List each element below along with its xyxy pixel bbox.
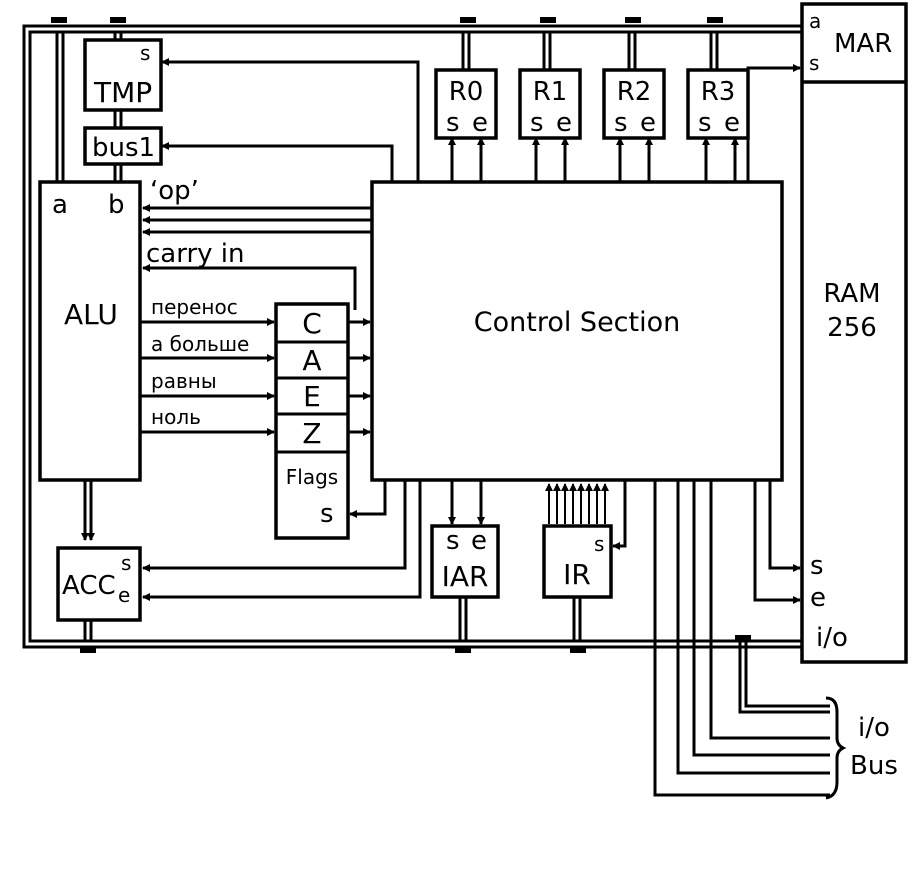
flag-c-label: C [302, 307, 322, 340]
r3-label: R3 [701, 77, 736, 107]
r0-enable-label: e [472, 108, 488, 138]
ram-enable-label: e [810, 583, 826, 613]
ir-label: IR [563, 558, 591, 591]
acc-enable-label: e [118, 583, 130, 607]
alu-input-a-label: a [52, 190, 68, 220]
block-tmp: s TMP [83, 38, 163, 112]
mar-set-label: s [809, 51, 819, 75]
alu-label: ALU [64, 298, 118, 331]
block-acc: ACC s e [56, 546, 142, 622]
acc-set-label: s [121, 551, 131, 575]
control-section-label: Control Section [474, 307, 681, 338]
register-r3: R3 s e [686, 68, 750, 140]
ram-io-label: i/o [816, 623, 848, 653]
r0-set-label: s [446, 108, 460, 138]
ram-size-label: 256 [827, 313, 877, 343]
io-bus-brace [825, 696, 847, 800]
flag-a-label: A [302, 344, 321, 377]
r3-set-label: s [698, 108, 712, 138]
control-wires [141, 58, 830, 797]
mar-label: MAR [834, 29, 892, 59]
main-bus [22, 17, 805, 653]
signal-labels: ‘op’ carry in перенос а больше равны нол… [146, 176, 249, 429]
alu-input-b-label: b [108, 190, 125, 220]
r2-set-label: s [614, 108, 628, 138]
io-bus-label-line1: i/o [858, 713, 890, 743]
acc-label: ACC [62, 571, 116, 601]
flag-z-label: Z [302, 417, 321, 450]
ram-label: RAM [823, 279, 880, 309]
r1-set-label: s [530, 108, 544, 138]
iar-set-label: s [446, 526, 460, 556]
mar-addr-label: a [809, 9, 821, 33]
bus1-label: bus1 [92, 133, 155, 163]
tmp-label: TMP [93, 76, 152, 109]
alu-output-equal-label: равны [151, 369, 217, 393]
block-ir: s IR [542, 524, 613, 599]
bus-connections [55, 32, 748, 660]
block-ram: a s MAR RAM 256 s e i/o [800, 2, 908, 664]
op-signal-label: ‘op’ [150, 176, 199, 206]
tmp-set-label: s [140, 41, 150, 65]
flag-e-label: E [303, 380, 321, 413]
r2-enable-label: e [640, 108, 656, 138]
register-r2: R2 s e [602, 68, 666, 140]
flags-label: Flags [286, 465, 338, 489]
io-bus-group: i/o Bus [825, 696, 898, 800]
ram-set-label: s [810, 551, 824, 581]
block-bus1: bus1 [83, 126, 163, 166]
iar-enable-label: e [471, 526, 487, 556]
carry-in-label: carry in [146, 239, 245, 269]
block-flags: C A E Z Flags s [274, 302, 350, 540]
register-r0: R0 s e [434, 68, 498, 140]
register-r1: R1 s e [518, 68, 582, 140]
block-control-section: Control Section [370, 180, 784, 482]
flags-set-label: s [320, 499, 334, 529]
alu-output-carry-label: перенос [151, 295, 238, 319]
ir-set-label: s [594, 532, 604, 556]
io-bus-label-line2: Bus [850, 751, 898, 781]
r3-enable-label: e [724, 108, 740, 138]
r2-label: R2 [617, 77, 652, 107]
r1-enable-label: e [556, 108, 572, 138]
block-alu: a b ALU [38, 180, 142, 482]
iar-label: IAR [442, 560, 489, 593]
r1-label: R1 [533, 77, 568, 107]
alu-output-zero-label: ноль [151, 405, 201, 429]
alu-output-greater-label: а больше [151, 332, 249, 356]
block-iar: s e IAR [430, 524, 500, 599]
r0-label: R0 [449, 77, 484, 107]
bus-tap-markers [51, 17, 751, 653]
